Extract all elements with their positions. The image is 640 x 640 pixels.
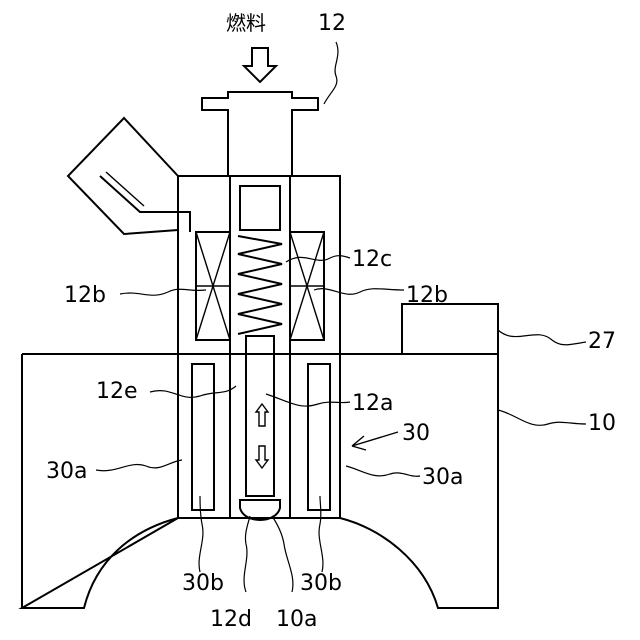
leader-30a-left bbox=[96, 460, 182, 471]
label-fuel: 燃料 bbox=[226, 11, 266, 35]
label-12b-left: 12b bbox=[64, 283, 106, 308]
injector-lower-body bbox=[178, 354, 340, 518]
leader-30b-left bbox=[199, 496, 203, 572]
label-12: 12 bbox=[318, 11, 346, 36]
label-12b-right: 12b bbox=[406, 283, 448, 308]
connector-housing bbox=[68, 118, 178, 234]
label-12d: 12d bbox=[210, 607, 252, 632]
label-30b-right: 30b bbox=[300, 571, 342, 596]
armature-block bbox=[240, 186, 280, 230]
fuel-arrow bbox=[244, 48, 276, 82]
coil-right-cross bbox=[290, 232, 324, 340]
leader-30-arrow bbox=[352, 432, 398, 450]
ecu-box bbox=[402, 304, 498, 354]
label-12a: 12a bbox=[352, 391, 393, 416]
label-10: 10 bbox=[588, 411, 616, 436]
valve-needle bbox=[246, 336, 274, 496]
cooling-channel-right bbox=[308, 364, 330, 510]
label-10a: 10a bbox=[276, 607, 317, 632]
motion-arrow bbox=[256, 404, 268, 468]
leader-27 bbox=[498, 330, 586, 345]
leader-10a bbox=[272, 516, 293, 592]
label-12e: 12e bbox=[96, 379, 138, 404]
leader-12b-left bbox=[120, 289, 206, 295]
coil-left-cross bbox=[196, 232, 230, 340]
leader-30a-right bbox=[346, 466, 420, 476]
leader-10 bbox=[498, 410, 586, 425]
leader-12 bbox=[324, 42, 338, 104]
injector-upper-body bbox=[178, 176, 340, 354]
leader-12b-right bbox=[314, 289, 404, 295]
cooling-channel-left bbox=[192, 364, 214, 510]
spring bbox=[238, 236, 282, 334]
connector-wire-inner bbox=[106, 172, 144, 206]
label-30b-left: 30b bbox=[182, 571, 224, 596]
label-30a-left: 30a bbox=[46, 459, 87, 484]
label-30: 30 bbox=[402, 421, 430, 446]
label-30a-right: 30a bbox=[422, 465, 463, 490]
label-12c: 12c bbox=[352, 247, 392, 272]
leader-30b-right bbox=[319, 496, 323, 572]
fuel-inlet-tube bbox=[202, 92, 318, 176]
leader-12d bbox=[244, 516, 250, 592]
label-27: 27 bbox=[588, 329, 616, 354]
